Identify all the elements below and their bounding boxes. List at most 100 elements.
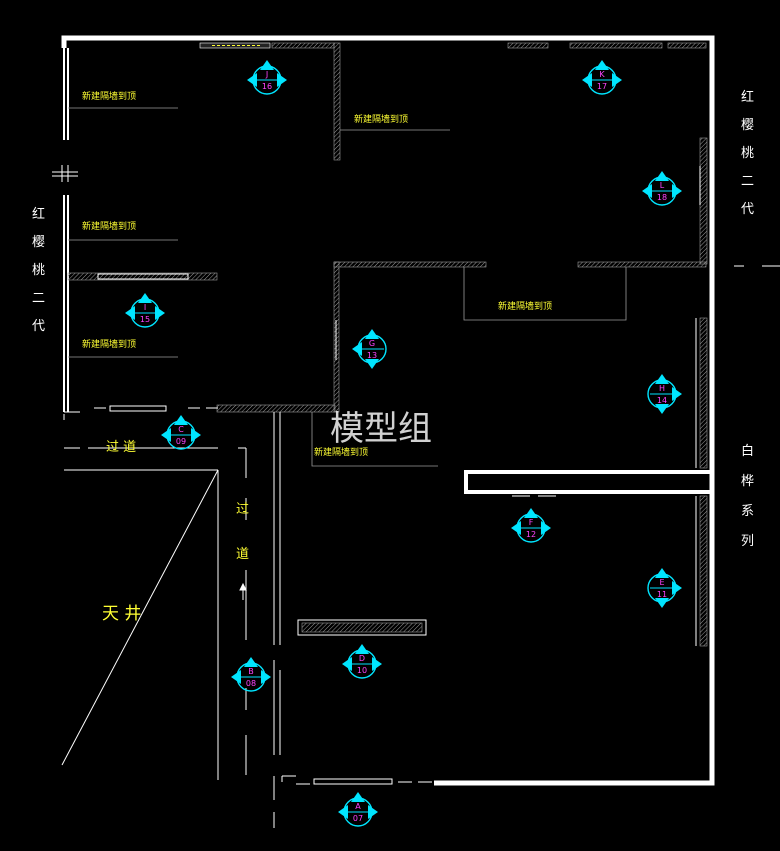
- view-marker-arrow: [125, 306, 135, 320]
- neighbor-label-char: 系: [741, 504, 754, 519]
- view-marker-number: 09: [176, 437, 186, 446]
- neighbor-label-char: 代: [32, 319, 45, 334]
- view-marker-arrow: [582, 73, 592, 87]
- view-marker-letter: D: [359, 654, 365, 663]
- view-marker-arrow: [612, 73, 622, 87]
- view-marker-number: 13: [367, 351, 377, 360]
- courtyard-label: 天 井: [102, 604, 141, 624]
- view-marker-number: 15: [140, 315, 150, 324]
- neighbor-label-char: 代: [741, 202, 754, 217]
- view-marker-arrow: [655, 568, 669, 578]
- view-marker-letter: I: [144, 303, 146, 312]
- view-marker-arrow: [138, 293, 152, 303]
- view-marker-arrow: [642, 184, 652, 198]
- view-marker-arrow: [365, 329, 379, 339]
- neighbor-label-char: 红: [32, 206, 45, 222]
- view-marker-number: 10: [357, 666, 367, 675]
- view-marker-arrow: [161, 428, 171, 442]
- wall-note-5: 新建隔墙到顶: [82, 338, 136, 350]
- view-marker-arrow: [261, 670, 271, 684]
- view-marker-number: 16: [262, 82, 272, 91]
- view-marker-arrow: [595, 60, 609, 70]
- view-marker-arrow: [342, 657, 352, 671]
- outer-walls: [61, 35, 715, 786]
- view-marker-letter: B: [248, 667, 254, 676]
- view-marker: F 12: [511, 508, 551, 543]
- view-marker-arrow: [155, 306, 165, 320]
- partition-outlines: [68, 107, 627, 467]
- view-marker-number: 18: [657, 193, 667, 202]
- view-marker: G13: [352, 329, 387, 369]
- view-marker-arrow: [655, 171, 669, 181]
- view-marker-letter: K: [599, 70, 605, 79]
- view-marker-letter: A: [355, 802, 361, 811]
- wall-note-1: 新建隔墙到顶: [82, 90, 136, 102]
- corridor-label: 过 道: [106, 440, 136, 455]
- view-marker-arrow: [511, 521, 521, 535]
- view-marker-arrow: [655, 374, 669, 384]
- display-counter: [297, 619, 427, 636]
- outer-wall-left: [63, 48, 69, 412]
- left-wall-break: [52, 165, 78, 182]
- neighbor-label-char: 列: [741, 534, 754, 549]
- view-marker: H 14: [647, 374, 682, 414]
- corridor-vertical-label-2: 道: [236, 547, 249, 562]
- neighbor-label-char: 樱: [741, 117, 754, 133]
- wall-note-3: 新建隔墙到顶: [82, 220, 136, 232]
- view-marker-letter: E: [659, 578, 664, 587]
- neighbor-label-char: 白: [741, 443, 754, 459]
- view-marker-arrow: [247, 73, 257, 87]
- view-marker-arrow: [174, 415, 188, 425]
- view-marker-letter: F: [529, 518, 534, 527]
- corridor-ticks: [239, 582, 247, 600]
- view-marker-letter: L: [660, 181, 665, 190]
- wall-note-2: 新建隔墙到顶: [354, 113, 408, 125]
- view-marker: D 10: [342, 644, 382, 679]
- neighbor-label-left: 红樱桃二代: [32, 206, 45, 334]
- view-marker: J 16: [247, 60, 287, 95]
- view-marker-arrow: [672, 184, 682, 198]
- view-marker: L 18: [642, 171, 682, 206]
- view-marker-letter: C: [178, 425, 184, 434]
- neighbor-label-char: 二: [32, 291, 45, 306]
- view-marker-arrow: [655, 598, 669, 608]
- view-marker: B 08: [231, 657, 271, 692]
- corridor-vertical-label-1: 过: [236, 502, 249, 517]
- view-marker: E 11: [647, 568, 682, 608]
- neighbor-label-char: 樱: [32, 234, 45, 250]
- view-marker-arrow: [355, 644, 369, 654]
- view-marker-arrow: [365, 359, 379, 369]
- neighbor-label-char: 桦: [741, 474, 754, 489]
- view-marker-number: 08: [246, 679, 256, 688]
- view-marker-arrow: [338, 805, 348, 819]
- view-marker-arrow: [277, 73, 287, 87]
- neighbor-label-char: 桃: [32, 263, 45, 278]
- watermark: 模型组: [330, 409, 432, 449]
- view-marker-arrow: [672, 387, 682, 401]
- view-marker-arrow: [524, 508, 538, 518]
- view-marker: C 09: [161, 415, 201, 450]
- view-marker-arrow: [672, 581, 682, 595]
- neighbor-label-char: 二: [741, 174, 754, 189]
- view-marker: I 15: [125, 293, 165, 328]
- neighbor-label-char: 桃: [741, 146, 754, 161]
- view-marker-letter: H: [659, 384, 665, 393]
- neighbor-label-char: 红: [741, 89, 754, 105]
- view-marker-number: 07: [353, 814, 363, 823]
- wall-note-6: 新建隔墙到顶: [314, 446, 368, 458]
- view-marker-letter: J: [265, 70, 268, 79]
- view-marker-arrow: [231, 670, 241, 684]
- hatched-walls: [67, 42, 708, 647]
- view-marker: K17: [582, 60, 622, 95]
- view-marker-number: 14: [657, 396, 667, 405]
- view-marker-number: 12: [526, 530, 536, 539]
- thin-lines: [61, 166, 780, 828]
- view-marker-arrow: [352, 342, 362, 356]
- wall-note-4: 新建隔墙到顶: [498, 300, 552, 312]
- neighbor-labels: 红樱桃二代 红樱桃二代 白桦系列: [32, 89, 754, 549]
- view-marker-arrow: [351, 792, 365, 802]
- view-marker-number: 11: [657, 590, 667, 599]
- view-marker-arrow: [244, 657, 258, 667]
